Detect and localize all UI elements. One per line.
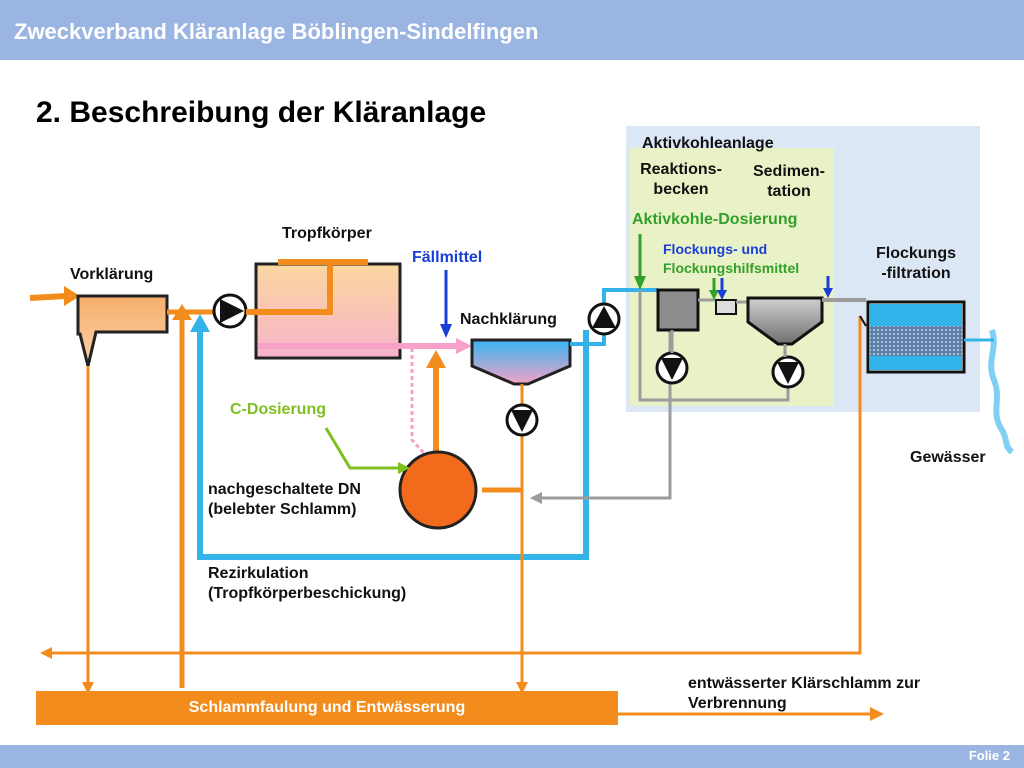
label-rezirkulation: Rezirkulation (Tropfkörperbeschickung) — [208, 564, 406, 604]
label-klaerschlamm: entwässerter Klärschlamm zur Verbrennung — [688, 674, 920, 714]
ac-return-line — [540, 330, 672, 500]
ac-return-arrowhead — [530, 492, 542, 504]
label-tropfkoerper: Tropfkörper — [282, 225, 372, 242]
pump-nk-sludge-triangle — [511, 410, 533, 432]
footer-bar: Folie 2 — [0, 745, 1024, 768]
label-flockungsfiltration-1: Flockungs — [875, 245, 956, 262]
slide-title: 2. Beschreibung der Kläranlage — [36, 96, 487, 129]
recirculation-line — [197, 330, 589, 560]
label-reaktionsbecken: Reaktions- becken — [628, 160, 734, 200]
nk-sludge-arrowhead — [516, 682, 528, 694]
label-sedimentation-1: Sedimen- — [752, 163, 825, 180]
tropfkoerper-distributor — [246, 259, 368, 315]
label-rezirkulation-1: Rezirkulation — [208, 565, 309, 582]
label-nachklaerung: Nachklärung — [460, 311, 557, 328]
label-schlammfaulung: Schlammfaulung und Entwässerung — [188, 699, 466, 716]
sludge-up-arrowhead — [172, 304, 192, 320]
label-vorklaerung: Vorklärung — [70, 266, 154, 283]
aktivkohle-arrowhead — [634, 276, 646, 290]
dn-reactor — [398, 450, 478, 530]
klaerschlamm-arrowhead — [870, 707, 884, 721]
return-arrowhead — [40, 647, 52, 659]
schlammfaulung-bar: Schlammfaulung und Entwässerung — [36, 691, 618, 725]
label-sedimentation-2: tation — [767, 183, 811, 200]
label-flockungsfiltration-2: -filtration — [881, 265, 951, 282]
filter-inlet-marker — [859, 315, 867, 327]
pump-ac-1-triangle — [661, 358, 683, 380]
slide-number: Folie 2 — [968, 748, 1010, 763]
pump-nk-triangle — [592, 306, 616, 328]
return-line-top — [44, 316, 862, 655]
label-sedimentation: Sedimen- tation — [742, 162, 836, 202]
label-reaktionsbecken-1: Reaktions- — [640, 161, 722, 178]
filter-water — [870, 304, 962, 326]
flock-arrowhead-3 — [823, 288, 833, 298]
label-reaktionsbecken-2: becken — [653, 181, 709, 198]
c-dosierung-arrowhead — [398, 462, 410, 474]
label-flockungsmittel-2: Flockungshilfsmittel — [663, 260, 800, 276]
inflow-arrow — [29, 293, 67, 301]
pump-1-triangle — [220, 299, 244, 323]
label-dn-1: nachgeschaltete DN — [208, 481, 361, 498]
c-dosierung-line — [324, 427, 400, 470]
reaction-tank — [656, 288, 700, 332]
nachklaerung-basin — [470, 338, 572, 386]
sludge-vk-arrowhead — [82, 682, 94, 694]
pump-ac-2-triangle — [777, 362, 799, 384]
inflow-arrowhead — [64, 286, 80, 306]
filter-media — [870, 326, 962, 356]
label-dn-2: (belebter Schlamm) — [208, 501, 357, 518]
label-faellmittel: Fällmittel — [412, 249, 483, 266]
label-aktivkohle-dosierung: Aktivkohle-Dosierung — [632, 211, 798, 228]
dn-up-arrowhead — [426, 350, 446, 368]
recirculation-arrowhead — [190, 314, 210, 332]
tf-outlet-arrowhead — [456, 338, 472, 354]
label-gewaesser: Gewässer — [910, 449, 986, 466]
label-rezirkulation-2: (Tropfkörperbeschickung) — [208, 585, 407, 602]
label-aktivkohleanlage: Aktivkohleanlage — [642, 135, 774, 152]
ac-internal-loop — [638, 290, 790, 402]
flocculation-tank — [715, 299, 737, 315]
label-flockungsmittel-1: Flockungs- und — [663, 241, 768, 257]
flock-arrowhead-2 — [717, 290, 727, 300]
label-klaerschlamm-2: Verbrennung — [688, 695, 787, 712]
header-bar: Zweckverband Kläranlage Böblingen-Sindel… — [0, 0, 1024, 60]
label-flockungsfiltration: Flockungs -filtration — [860, 244, 972, 284]
label-dn: nachgeschaltete DN (belebter Schlamm) — [208, 480, 361, 520]
flock-arrowhead-1 — [709, 290, 719, 300]
faellmittel-arrowhead — [440, 324, 452, 338]
filter-bottom — [870, 356, 962, 370]
pink-dotted-line — [410, 348, 432, 462]
label-c-dosierung: C-Dosierung — [230, 401, 326, 418]
vorklaerung-basin — [76, 294, 169, 367]
header-title: Zweckverband Kläranlage Böblingen-Sindel… — [14, 19, 539, 44]
river-icon — [988, 329, 1014, 455]
label-klaerschlamm-1: entwässerter Klärschlamm zur — [688, 675, 921, 692]
